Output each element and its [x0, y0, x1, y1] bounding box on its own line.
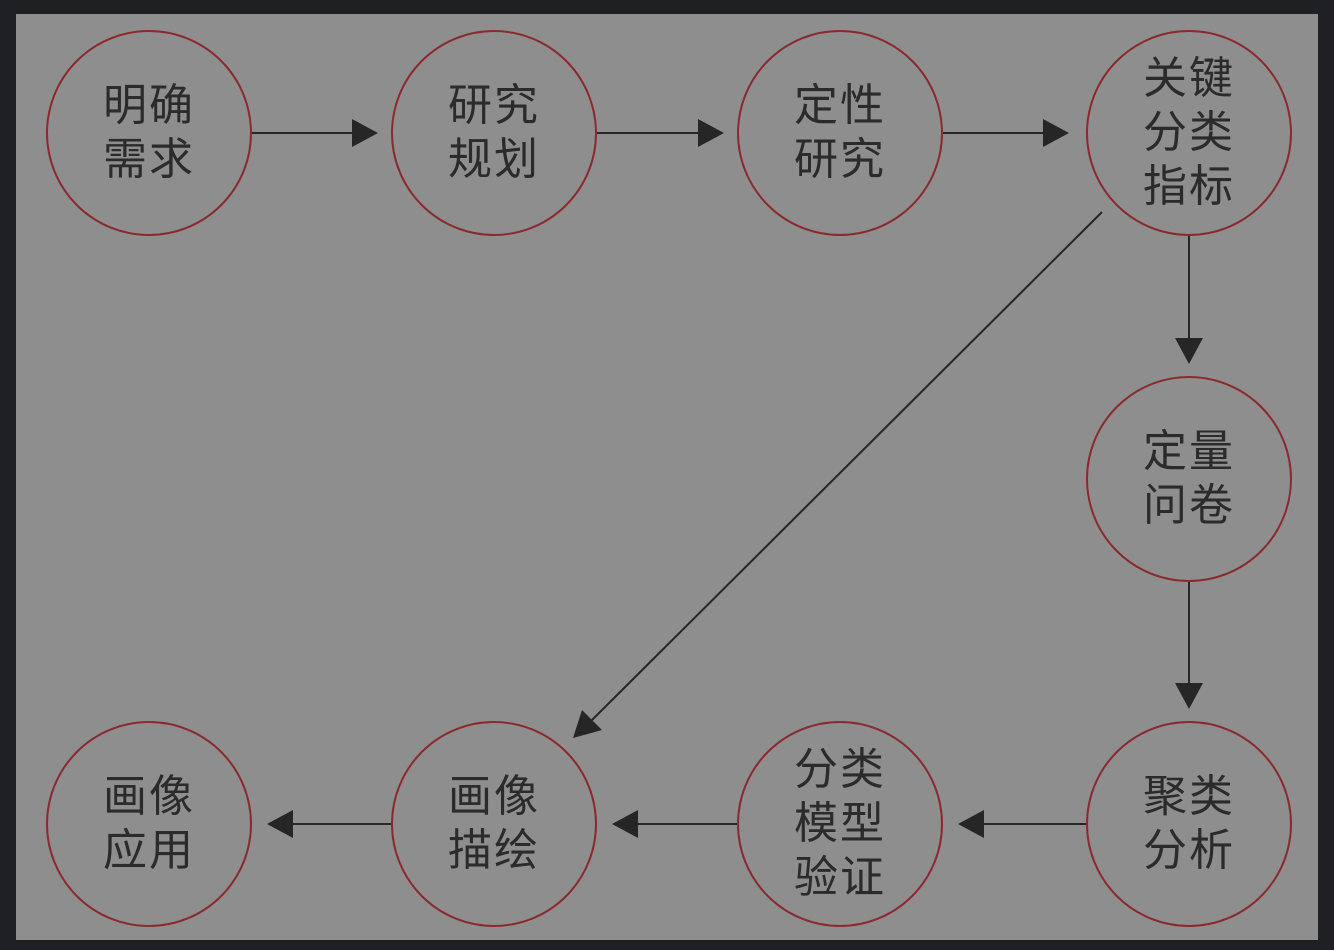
node-label: 分类 — [794, 744, 886, 795]
arrowhead-icon — [1175, 683, 1203, 709]
node-research-planning: 研究 规划 — [391, 30, 597, 236]
arrowhead-icon — [1043, 119, 1069, 147]
node-key-classification-indicators: 关键 分类 指标 — [1086, 30, 1292, 236]
node-label: 研究 — [794, 134, 886, 185]
node-quantitative-survey: 定量 问卷 — [1086, 376, 1292, 582]
node-label: 规划 — [448, 134, 540, 185]
node-label: 描绘 — [448, 825, 540, 876]
node-label: 研究 — [448, 80, 540, 131]
node-persona-application: 画像 应用 — [46, 721, 252, 927]
node-label: 明确 — [103, 80, 195, 131]
node-label: 关键 — [1143, 53, 1235, 104]
node-clarify-requirements: 明确 需求 — [46, 30, 252, 236]
node-label: 需求 — [103, 134, 195, 185]
node-label: 聚类 — [1143, 771, 1235, 822]
edge-n4-n8 — [591, 211, 1103, 721]
node-label: 模型 — [794, 798, 886, 849]
node-label: 定量 — [1143, 426, 1235, 477]
node-label: 画像 — [448, 771, 540, 822]
arrowhead-icon — [698, 119, 724, 147]
node-label: 画像 — [103, 771, 195, 822]
node-cluster-analysis: 聚类 分析 — [1086, 721, 1292, 927]
arrowhead-icon — [352, 119, 378, 147]
node-persona-depiction: 画像 描绘 — [391, 721, 597, 927]
arrowhead-icon — [573, 710, 602, 738]
node-classification-model-validation: 分类 模型 验证 — [737, 721, 943, 927]
node-label: 定性 — [794, 80, 886, 131]
node-label: 验证 — [794, 852, 886, 903]
node-label: 分类 — [1143, 107, 1235, 158]
arrowhead-icon — [267, 810, 293, 838]
arrowhead-icon — [958, 810, 984, 838]
node-label: 分析 — [1143, 825, 1235, 876]
arrowhead-icon — [612, 810, 638, 838]
arrowhead-icon — [1175, 338, 1203, 364]
node-label: 应用 — [103, 825, 195, 876]
node-label: 指标 — [1143, 161, 1235, 212]
node-qualitative-research: 定性 研究 — [737, 30, 943, 236]
node-label: 问卷 — [1143, 480, 1235, 531]
